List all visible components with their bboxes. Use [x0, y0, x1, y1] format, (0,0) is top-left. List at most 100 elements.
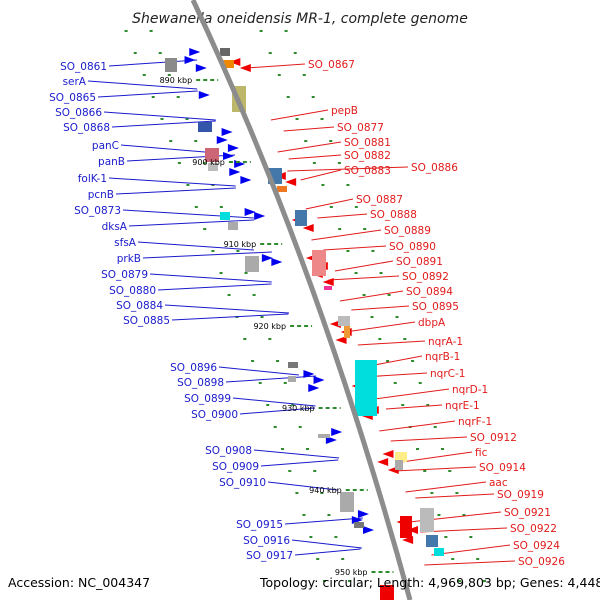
track-dot [266, 404, 270, 406]
gene-label-left[interactable]: SO_0917 [246, 550, 293, 562]
gene-label-left[interactable]: SO_0879 [101, 269, 148, 281]
connector-line [108, 59, 198, 67]
track-dot [304, 140, 308, 142]
gene-feature-block [395, 460, 403, 470]
reverse-gene-arrow [406, 526, 418, 534]
track-dot [284, 30, 288, 32]
track-dot [476, 558, 480, 560]
gene-label-left[interactable]: SO_0896 [170, 362, 217, 374]
gene-label-right[interactable]: aac [489, 477, 508, 489]
gene-label-right[interactable]: nqrA-1 [428, 336, 463, 348]
gene-label-left[interactable]: SO_0910 [219, 477, 266, 489]
gene-label-right[interactable]: SO_0887 [356, 194, 403, 206]
gene-label-right[interactable]: SO_0921 [504, 507, 551, 519]
gene-label-left[interactable]: panC [92, 140, 119, 152]
track-dot [252, 294, 256, 296]
gene-label-right[interactable]: SO_0919 [497, 489, 544, 501]
gene-label-left[interactable]: SO_0866 [55, 107, 102, 119]
gene-feature-block [220, 48, 230, 56]
gene-label-right[interactable]: SO_0882 [344, 150, 391, 162]
gene-label-right[interactable]: SO_0867 [308, 59, 355, 71]
forward-gene-arrow [223, 152, 235, 160]
connector-line [424, 560, 516, 566]
gene-feature-block [318, 434, 330, 438]
gene-label-right[interactable]: SO_0881 [344, 137, 391, 149]
connector-line [374, 388, 450, 400]
gene-label-right[interactable]: SO_0912 [470, 432, 517, 444]
track-dot [426, 404, 430, 406]
gene-label-left[interactable]: SO_0884 [116, 300, 163, 312]
gene-label-right[interactable]: dbpA [418, 317, 446, 329]
gene-label-right[interactable]: SO_0891 [396, 256, 443, 268]
gene-label-left[interactable]: SO_0885 [123, 315, 170, 327]
gene-label-left[interactable]: folK-1 [78, 173, 107, 185]
gene-label-right[interactable]: fic [475, 447, 488, 459]
gene-label-left[interactable]: panB [98, 156, 125, 168]
track-dot [337, 162, 341, 164]
gene-label-left[interactable]: SO_0898 [177, 377, 224, 389]
gene-label-right[interactable]: nqrC-1 [430, 368, 465, 380]
gene-label-right[interactable]: SO_0926 [518, 556, 565, 568]
track-dot [194, 140, 198, 142]
track-dot [309, 536, 313, 538]
track-dot [430, 492, 434, 494]
track-dot [276, 360, 280, 362]
gene-label-right[interactable]: SO_0889 [384, 225, 431, 237]
track-dot [302, 74, 306, 76]
gene-label-left[interactable]: SO_0909 [212, 461, 259, 473]
genome-backbone [190, 0, 413, 600]
track-dot [169, 140, 173, 142]
gene-label-right[interactable]: SO_0890 [389, 241, 436, 253]
gene-label-left[interactable]: SO_0899 [184, 393, 231, 405]
track-dot [347, 580, 351, 582]
gene-label-left[interactable]: serA [63, 76, 87, 88]
gene-label-right[interactable]: SO_0877 [337, 122, 384, 134]
gene-label-left[interactable]: SO_0900 [191, 409, 238, 421]
forward-gene-arrow [254, 212, 266, 220]
gene-label-right[interactable]: SO_0883 [344, 165, 391, 177]
gene-label-right[interactable]: SO_0914 [479, 462, 526, 474]
connector-line [270, 109, 329, 121]
gene-label-left[interactable]: SO_0861 [60, 61, 107, 73]
gene-label-left[interactable]: SO_0868 [63, 122, 110, 134]
forward-gene-arrow [184, 56, 196, 64]
gene-label-left[interactable]: sfsA [114, 237, 137, 249]
track-dot [386, 360, 390, 362]
gene-label-left[interactable]: SO_0916 [243, 535, 290, 547]
forward-gene-arrow [244, 208, 256, 216]
gene-feature-block [344, 326, 350, 338]
connector-line [97, 90, 198, 98]
accession-text: Accession: NC_004347 [8, 575, 150, 590]
gene-feature-block [434, 548, 444, 556]
gene-label-left[interactable]: SO_0908 [205, 445, 252, 457]
connector-line [120, 144, 217, 154]
gene-label-right[interactable]: SO_0892 [402, 271, 449, 283]
gene-label-right[interactable]: nqrB-1 [425, 351, 460, 363]
track-dot [321, 184, 325, 186]
gene-label-left[interactable]: SO_0880 [109, 285, 156, 297]
track-dot [457, 580, 461, 582]
gene-label-right[interactable]: nqrF-1 [458, 416, 492, 428]
gene-label-left[interactable]: dksA [102, 221, 128, 233]
gene-feature-block [288, 376, 296, 382]
gene-label-right[interactable]: nqrE-1 [445, 400, 480, 412]
gene-label-left[interactable]: SO_0873 [74, 205, 121, 217]
gene-label-right[interactable]: nqrD-1 [452, 384, 488, 396]
gene-feature-block [198, 122, 212, 132]
gene-label-right[interactable]: pepB [331, 105, 358, 117]
track-dot [469, 536, 473, 538]
gene-label-left[interactable]: SO_0915 [236, 519, 283, 531]
track-dot [227, 294, 231, 296]
gene-feature-block [395, 452, 407, 462]
gene-label-right[interactable]: SO_0894 [406, 286, 453, 298]
gene-label-right[interactable]: SO_0888 [370, 209, 417, 221]
track-dot [346, 250, 350, 252]
gene-label-right[interactable]: SO_0895 [412, 301, 459, 313]
gene-label-right[interactable]: SO_0924 [513, 540, 560, 552]
gene-label-left[interactable]: pcnB [88, 189, 114, 201]
gene-label-right[interactable]: SO_0922 [510, 523, 557, 535]
gene-label-left[interactable]: SO_0865 [49, 92, 96, 104]
gene-label-right[interactable]: SO_0886 [411, 162, 458, 174]
gene-label-left[interactable]: prkB [117, 253, 141, 265]
